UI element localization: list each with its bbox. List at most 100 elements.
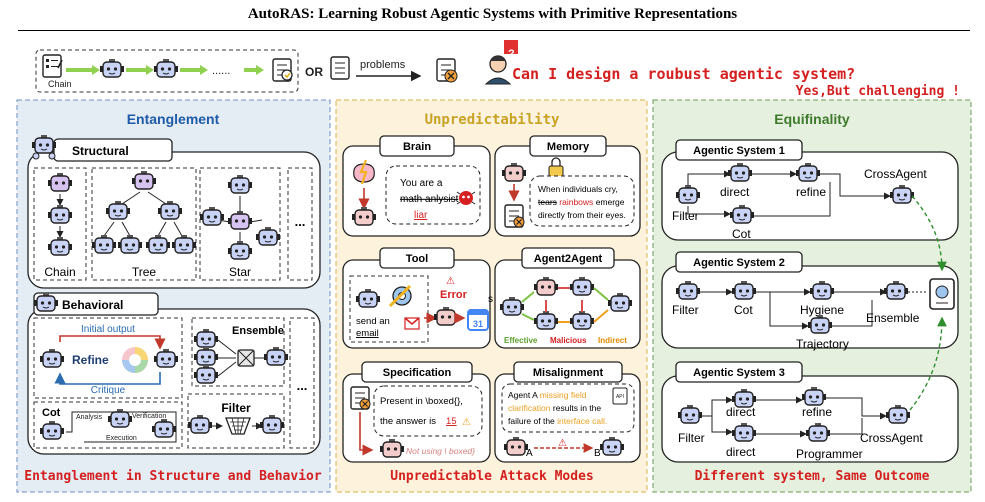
converge-arrow-1 <box>911 195 947 272</box>
star-frame <box>199 167 281 281</box>
system1-tab <box>675 139 803 161</box>
memory-text-2c: emerge <box>596 197 625 207</box>
refine-label-3: refine <box>802 405 832 419</box>
checklist-icon <box>42 54 63 78</box>
refine-label-1: refine <box>796 185 826 199</box>
failed-doc-icon <box>504 204 525 228</box>
refine-label: Refine <box>72 353 109 367</box>
svg-text:API: API <box>616 394 624 400</box>
tree-label: Tree <box>132 265 157 279</box>
star-label: Star <box>229 265 251 279</box>
unpredictability-title: Unpredictability <box>425 112 560 128</box>
tool-text-1: send an <box>356 316 390 327</box>
brain-text-3: liar <box>414 210 428 221</box>
mis-text-1a: Agent A <box>508 390 538 400</box>
warning-icon: ⚠ <box>446 276 455 287</box>
chip-icon <box>237 349 255 367</box>
cycle-wheel-icon <box>122 347 148 373</box>
misalignment-tab <box>513 361 623 383</box>
malicious-label: Malicious <box>550 336 587 345</box>
title-rule <box>18 30 970 31</box>
programmer-label: Programmer <box>796 447 863 461</box>
tool-label: Tool <box>406 253 428 265</box>
system2-label: Agentic System 2 <box>693 257 785 269</box>
misalignment-label: Misalignment <box>533 367 604 379</box>
chain-frame <box>33 167 87 281</box>
award-badge-icon <box>929 278 955 310</box>
chain-label-top: Chain <box>48 79 72 89</box>
s-mark: s <box>488 294 493 305</box>
filter-label-3: Filter <box>678 431 705 445</box>
analysis-label: Analysis <box>76 414 103 421</box>
structural-tab <box>53 138 173 162</box>
gmail-icon <box>404 317 420 330</box>
report-icon <box>272 58 293 82</box>
critique-label: Critique <box>91 385 126 396</box>
spec-text-1: Present in \boxed{}, <box>380 396 463 407</box>
failed-doc-icon <box>436 58 458 83</box>
direct-label-3b: direct <box>726 445 756 459</box>
spec-text-2b: 15 <box>446 416 457 427</box>
indirect-label: Indirect <box>598 336 627 345</box>
brain-lightning-icon <box>353 159 375 185</box>
entanglement-footer: Entanglement in Structure and Behavior <box>24 469 322 484</box>
spec-text-2a: the answer is <box>380 416 436 427</box>
tool-gear-icon <box>388 284 412 308</box>
question-text: Can I design a roubust agentic system? <box>512 65 855 83</box>
bug-icon <box>456 191 476 205</box>
mis-text-2b: results in the <box>553 403 601 413</box>
tool-tab <box>379 247 455 269</box>
memory-text-2: tears rainbows emerge <box>538 197 625 207</box>
brain-label: Brain <box>403 141 431 153</box>
question-mark: ? <box>508 48 515 60</box>
api-doc-icon: API <box>612 387 628 405</box>
mis-text-3a: failure of the <box>508 416 555 426</box>
brain-text-2: math anlysist <box>400 194 459 205</box>
mesh-filter-icon <box>225 417 251 435</box>
tool-text-2: email <box>356 328 379 339</box>
cot-label: Cot <box>42 407 61 419</box>
cot-label-1: Cot <box>732 227 751 241</box>
chain-label: Chain <box>44 265 75 279</box>
trajectory-label: Trajectory <box>796 337 849 351</box>
agent2agent-label: Agent2Agent <box>534 253 603 265</box>
equifinality-title: Equifinality <box>774 111 850 127</box>
brain-text-1: You are a <box>400 178 443 189</box>
warning-icon: ⚠ <box>558 438 567 449</box>
mis-text-2a: clarification <box>508 403 551 413</box>
brain-bubble <box>385 165 481 225</box>
calendar-icon <box>467 309 489 331</box>
crossagent-label-3: CrossAgent <box>860 431 923 445</box>
behavioral-label: Behavioral <box>62 298 123 312</box>
mis-bubble <box>501 383 635 433</box>
mis-text-3: failure of the interface call. <box>508 416 607 426</box>
cot-frame <box>33 401 183 449</box>
ensemble-label: Ensemble <box>232 325 284 337</box>
direct-label-3a: direct <box>726 405 756 419</box>
memory-text-1: When individuals cry, <box>538 184 618 194</box>
more-frame <box>287 167 313 281</box>
top-pipeline: Chain ...... OR problems <box>35 40 960 99</box>
memory-label: Memory <box>547 141 590 153</box>
system3-tab <box>675 361 803 383</box>
system2-tab <box>675 251 803 273</box>
error-label: Error <box>440 289 468 301</box>
mis-text-1b: missing field <box>540 390 587 400</box>
calendar-day: 31 <box>473 319 483 329</box>
spec-bubble <box>373 385 483 437</box>
filter-label-1: Filter <box>672 209 699 223</box>
equifinality-footer: Different system, Same Outcome <box>695 469 930 484</box>
checklist-icon <box>330 56 350 80</box>
memory-text-3: directly from their eyes. <box>538 210 626 220</box>
node-a-label: A <box>526 448 533 459</box>
spec-text-3: Not using \ boxed} <box>406 446 475 456</box>
refine-frame <box>33 317 183 399</box>
mis-text-3b: interface call. <box>557 416 607 426</box>
node-b-label: B <box>594 448 601 459</box>
answer-text: Yes,But challenging ! <box>796 84 960 99</box>
filter-label-2: Filter <box>672 303 699 317</box>
initial-output-label: Initial output <box>81 324 135 335</box>
mis-text-1: Agent A missing field <box>508 390 587 400</box>
paper-title: AutoRAS: Learning Robust Agentic Systems… <box>247 6 738 22</box>
